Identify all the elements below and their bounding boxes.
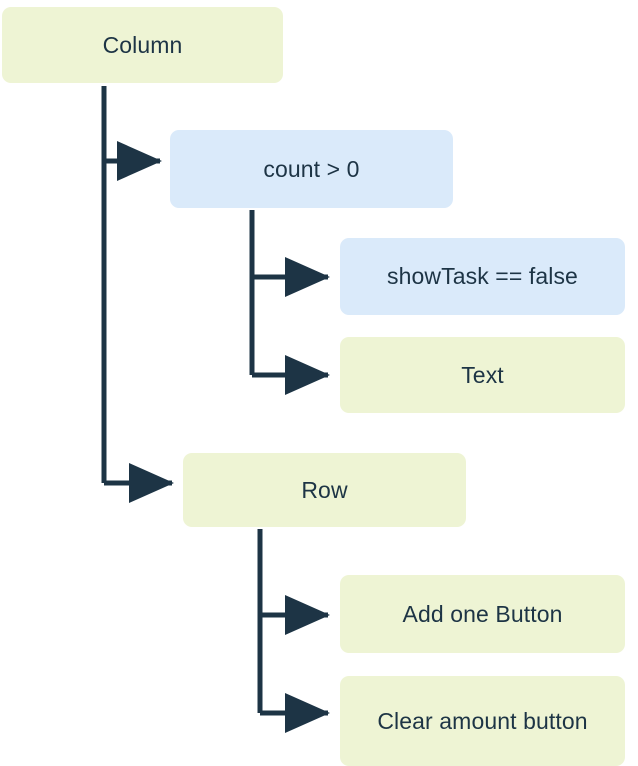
node-clear-amount-button[interactable]: Clear amount button: [340, 676, 625, 766]
node-row-label: Row: [301, 476, 348, 503]
node-text-label: Text: [461, 361, 504, 388]
node-showtask-eq-false-label: showTask == false: [387, 263, 578, 290]
node-text[interactable]: Text: [340, 337, 625, 413]
node-count-gt-0[interactable]: count > 0: [170, 130, 453, 208]
node-column-label: Column: [102, 31, 183, 58]
node-showtask-eq-false[interactable]: showTask == false: [340, 238, 625, 315]
node-clear-amount-button-label: Clear amount button: [377, 707, 588, 734]
edge-column-children: [101, 86, 174, 503]
node-add-one-button-label: Add one Button: [402, 600, 563, 627]
node-row[interactable]: Row: [183, 453, 466, 527]
edge-count-children: [249, 210, 330, 395]
node-add-one-button[interactable]: Add one Button: [340, 575, 625, 653]
edge-row-children: [257, 529, 330, 733]
node-count-gt-0-label: count > 0: [263, 155, 360, 182]
node-column[interactable]: Column: [2, 7, 283, 83]
